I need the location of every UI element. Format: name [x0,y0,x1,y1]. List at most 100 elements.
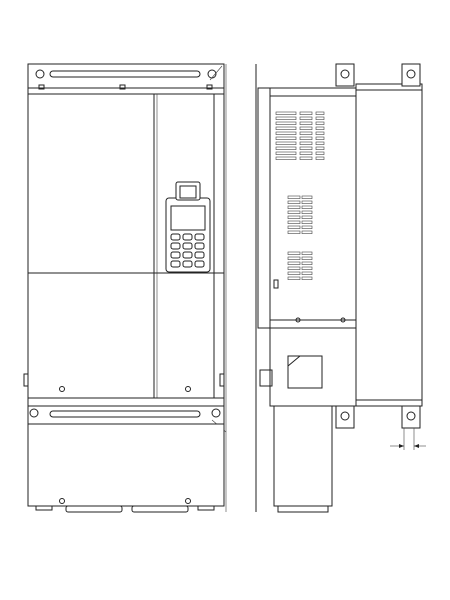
screw [59,498,65,504]
heatsink [355,83,423,407]
keypad-button [182,251,193,259]
foot [197,505,215,511]
mounting-hole-bottom-left [29,408,39,418]
keypad-button [194,260,205,268]
vent-slot [301,261,313,265]
vent-slot [301,195,313,199]
keypad-button [170,260,181,268]
vent-slot [315,131,325,135]
side-clip [273,279,279,289]
vent-slot [275,121,297,125]
side-mount-hole [340,69,350,79]
vent-slot [315,156,325,160]
vent-slot [299,131,313,135]
keypad-button [194,242,205,250]
side-main-body [257,87,357,329]
side-view [255,63,426,513]
vent-slot [287,276,301,280]
vent-slot [275,146,297,150]
vent-slot [301,276,313,280]
keypad-buttons [170,233,205,268]
keypad [165,181,211,273]
keypad-button [194,233,205,241]
cable-box [27,423,225,507]
vent-slot [275,136,297,140]
vent-slot [301,215,313,219]
vent-slot [287,205,301,209]
vent-slot [315,136,325,140]
vent-slot [301,225,313,229]
plate-chamfer [287,355,301,367]
hinge-clip [119,84,126,90]
hinge-clip [206,84,213,90]
vent-slot [299,116,313,120]
screw [185,498,191,504]
vent-slot [299,121,313,125]
vent-slot [275,151,297,155]
side-lower-body [269,327,357,407]
keypad-button [194,251,205,259]
vent-slot [299,136,313,140]
side-mount-ear-right [401,63,421,87]
vent-slot [299,151,313,155]
top-lifting-slot [49,70,201,78]
side-latch [219,373,225,387]
hinge-clip [38,84,45,90]
vent-slot [299,141,313,145]
vent-slot [287,266,301,270]
screw [295,317,301,323]
vent-slot [301,210,313,214]
side-latch [23,373,29,387]
keypad-button [170,242,181,250]
vent-slot [301,230,313,234]
vent-slot [315,151,325,155]
keypad-button [182,260,193,268]
side-mount-hole [406,69,416,79]
vent-slot [275,126,297,130]
side-mount-ear-left [335,63,355,87]
vent-slot [287,195,301,199]
side-mount-hole [406,411,416,421]
keypad-handle-slot [179,185,197,199]
vent-slot [287,220,301,224]
dimension-arrow [390,428,426,450]
vent-slot [301,266,313,270]
mounting-hole-bottom-right [211,408,221,418]
keypad-button [170,233,181,241]
vent-slot [299,126,313,130]
side-mount-ear-left-bottom [335,405,355,429]
bottom-flange [27,405,225,425]
vent-slot [315,116,325,120]
vent-slot [287,225,301,229]
mounting-hole-top-left [35,69,45,79]
vent-slot [301,200,313,204]
vent-slot [287,261,301,265]
vent-slot [299,146,313,150]
vent-slot [287,200,301,204]
cable-gland [131,505,189,513]
vent-slot [301,256,313,260]
side-gland [277,505,329,513]
bottom-lifting-slot [49,410,201,418]
vent-slot [315,111,325,115]
keypad-button [182,242,193,250]
keypad-button [182,233,193,241]
vent-slot [287,215,301,219]
vent-slot [275,111,297,115]
vent-slot [301,271,313,275]
vent-slot [287,251,301,255]
screw [340,317,346,323]
vent-slot [299,111,313,115]
vent-slot [301,220,313,224]
vent-slot [287,256,301,260]
vent-slot [315,141,325,145]
vent-slot [301,251,313,255]
vent-slot [275,141,297,145]
vent-slot [301,205,313,209]
vent-slot [315,121,325,125]
vent-slot [287,271,301,275]
vent-slot [275,156,297,160]
vent-slot [315,126,325,130]
side-latch [259,369,273,387]
side-mount-ear-right-bottom [401,405,421,429]
